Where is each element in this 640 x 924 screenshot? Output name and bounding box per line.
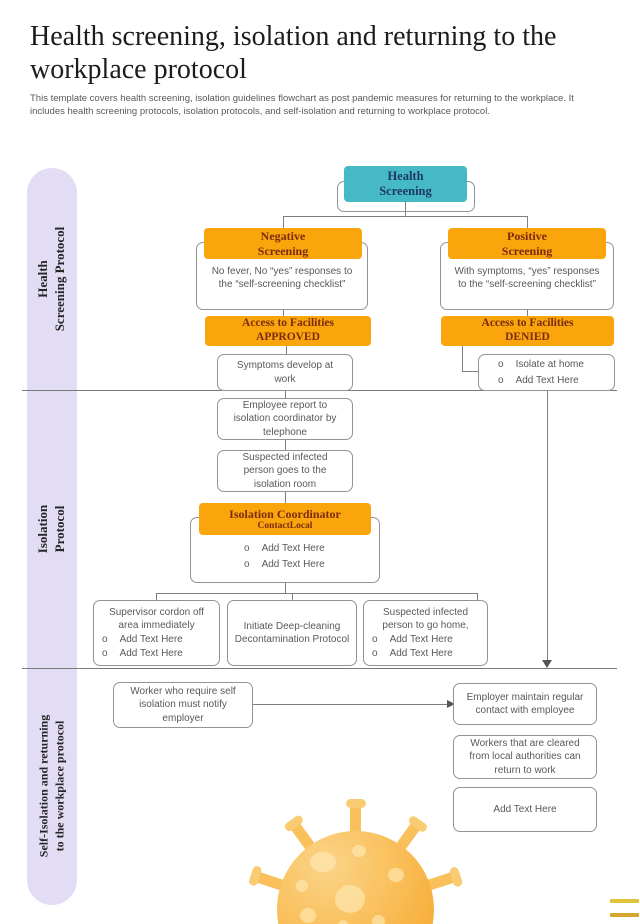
arrowhead-down-icon	[542, 660, 552, 668]
arrowhead-right-icon	[447, 700, 455, 708]
gold-accent-line	[610, 913, 639, 917]
access-approved-node: Access to Facilities APPROVED	[205, 316, 371, 346]
positive-screening-text: With symptoms, “yes” responses to the “s…	[454, 266, 600, 291]
isolation-coordinator-header: Isolation Coordinator ContactLocal	[199, 503, 371, 535]
supervisor-cordon-box[interactable]: Supervisor cordon off area immediately o…	[93, 600, 220, 666]
connector-denied-elbow-h	[462, 371, 479, 372]
suspected-isolation-room-box: Suspected infected person goes to the is…	[217, 450, 353, 492]
virus-spike	[345, 799, 366, 835]
connector-denied-elbow-v	[462, 346, 463, 372]
negative-screening-header: Negative Screening	[204, 228, 362, 259]
divider-isolation-selfisolation	[22, 668, 617, 669]
connector-coordinator-stub	[285, 583, 286, 593]
negative-screening-text: No fever, No “yes” responses to the “sel…	[211, 266, 353, 291]
bullet-marker: o	[498, 374, 504, 386]
isolate-home-bullet: Isolate at home	[515, 359, 584, 371]
bullet-marker: o	[244, 543, 250, 554]
employer-contact-box: Employer maintain regular contact with e…	[453, 683, 597, 725]
go-home-bullet: Add Text Here	[389, 647, 453, 659]
positive-screening-header: Positive Screening	[448, 228, 606, 259]
page-description: This template covers health screening, i…	[30, 93, 574, 117]
employee-report-text: Employee report to isolation coordinator…	[233, 400, 337, 438]
list-item: o Add Text Here	[244, 558, 374, 571]
connector-worker-employer	[253, 704, 449, 705]
health-screening-node: Health Screening	[344, 166, 467, 202]
bullet-marker: o	[102, 647, 108, 659]
sidebar-rail	[27, 168, 77, 905]
add-text-placeholder: Add Text Here	[493, 803, 557, 815]
connector-branch-right-drop	[527, 216, 528, 229]
connector-approved-symptoms	[286, 346, 287, 354]
virus-spot	[372, 915, 385, 924]
virus-spot	[338, 920, 348, 924]
coordinator-bullet: Add Text Here	[261, 543, 325, 554]
coordinator-bullet: Add Text Here	[261, 559, 325, 571]
symptoms-develop-box: Symptoms develop at work	[217, 354, 353, 391]
supervisor-bullet: Add Text Here	[119, 633, 183, 645]
virus-spot	[388, 868, 404, 882]
employer-contact-text: Employer maintain regular contact with e…	[466, 691, 584, 716]
go-home-text: Suspected infected person to go home,	[382, 607, 469, 632]
list-item: o Add Text Here	[102, 633, 217, 646]
connector-positive-denied	[527, 310, 528, 316]
gold-accent-line	[610, 899, 639, 903]
sidebar-section-health-screening: Health Screening Protocol	[27, 168, 77, 390]
sidebar-label-self-isolation: Self-Isolation and returning to the work…	[36, 714, 67, 858]
connector-branch-left-drop	[283, 216, 284, 229]
deep-cleaning-box: Initiate Deep-cleaning Decontamination P…	[227, 600, 357, 666]
connector-employee-suspected	[285, 440, 286, 450]
access-denied-node: Access to Facilities DENIED	[441, 316, 614, 346]
sidebar-label-health-screening: Health Screening Protocol	[35, 226, 67, 332]
symptoms-develop-text: Symptoms develop at work	[236, 360, 334, 385]
supervisor-bullet: Add Text Here	[119, 647, 183, 659]
list-item: o Add Text Here	[498, 374, 609, 387]
connector-negative-approved	[283, 310, 284, 316]
add-text-placeholder-box[interactable]: Add Text Here	[453, 787, 597, 832]
isolation-coordinator-subtitle: ContactLocal	[257, 520, 313, 531]
virus-spot	[352, 845, 366, 857]
sidebar-section-self-isolation: Self-Isolation and returning to the work…	[27, 668, 77, 905]
isolation-coordinator-title: Isolation Coordinator	[229, 506, 341, 521]
connector-action1-drop	[156, 593, 157, 601]
connector-symptoms-employee	[285, 391, 286, 398]
list-item: o Add Text Here	[244, 542, 374, 555]
bullet-marker: o	[498, 359, 504, 371]
list-item: o Add Text Here	[372, 647, 485, 660]
worker-notify-box: Worker who require self isolation must n…	[113, 682, 253, 728]
bullet-marker: o	[372, 633, 378, 645]
virus-spot	[310, 852, 336, 872]
supervisor-cordon-text: Supervisor cordon off area immediately	[109, 607, 204, 632]
workers-cleared-box: Workers that are cleared from local auth…	[453, 735, 597, 779]
deep-cleaning-text: Initiate Deep-cleaning Decontamination P…	[234, 620, 350, 645]
connector-action2-drop	[292, 593, 293, 601]
virus-spot	[300, 908, 316, 923]
workers-cleared-text: Workers that are cleared from local auth…	[469, 738, 581, 776]
sidebar-label-isolation: Isolation Protocol	[35, 504, 67, 554]
list-item: o Add Text Here	[372, 633, 485, 646]
sidebar-section-isolation: Isolation Protocol	[27, 390, 77, 668]
list-item: o Add Text Here	[102, 647, 217, 660]
worker-notify-text: Worker who require self isolation must n…	[130, 686, 236, 724]
connector-action3-drop	[477, 593, 478, 601]
virus-spot	[296, 880, 308, 892]
employee-report-box: Employee report to isolation coordinator…	[217, 398, 353, 440]
connector-isolate-long-drop	[547, 391, 548, 661]
bullet-marker: o	[244, 559, 250, 571]
go-home-bullet: Add Text Here	[389, 633, 453, 645]
virus-spot	[335, 885, 365, 913]
list-item: o Isolate at home	[498, 358, 609, 371]
connector-branch	[283, 216, 528, 217]
isolate-home-bullet: Add Text Here	[515, 374, 579, 386]
connector-suspected-coordinator	[285, 492, 286, 503]
page-title: Health screening, isolation and returnin…	[30, 21, 557, 86]
connector-actions-branch	[156, 593, 477, 594]
bullet-marker: o	[102, 633, 108, 645]
bullet-marker: o	[372, 647, 378, 659]
suspected-isolation-room-text: Suspected infected person goes to the is…	[242, 452, 328, 490]
connector-root-stub	[405, 201, 406, 217]
